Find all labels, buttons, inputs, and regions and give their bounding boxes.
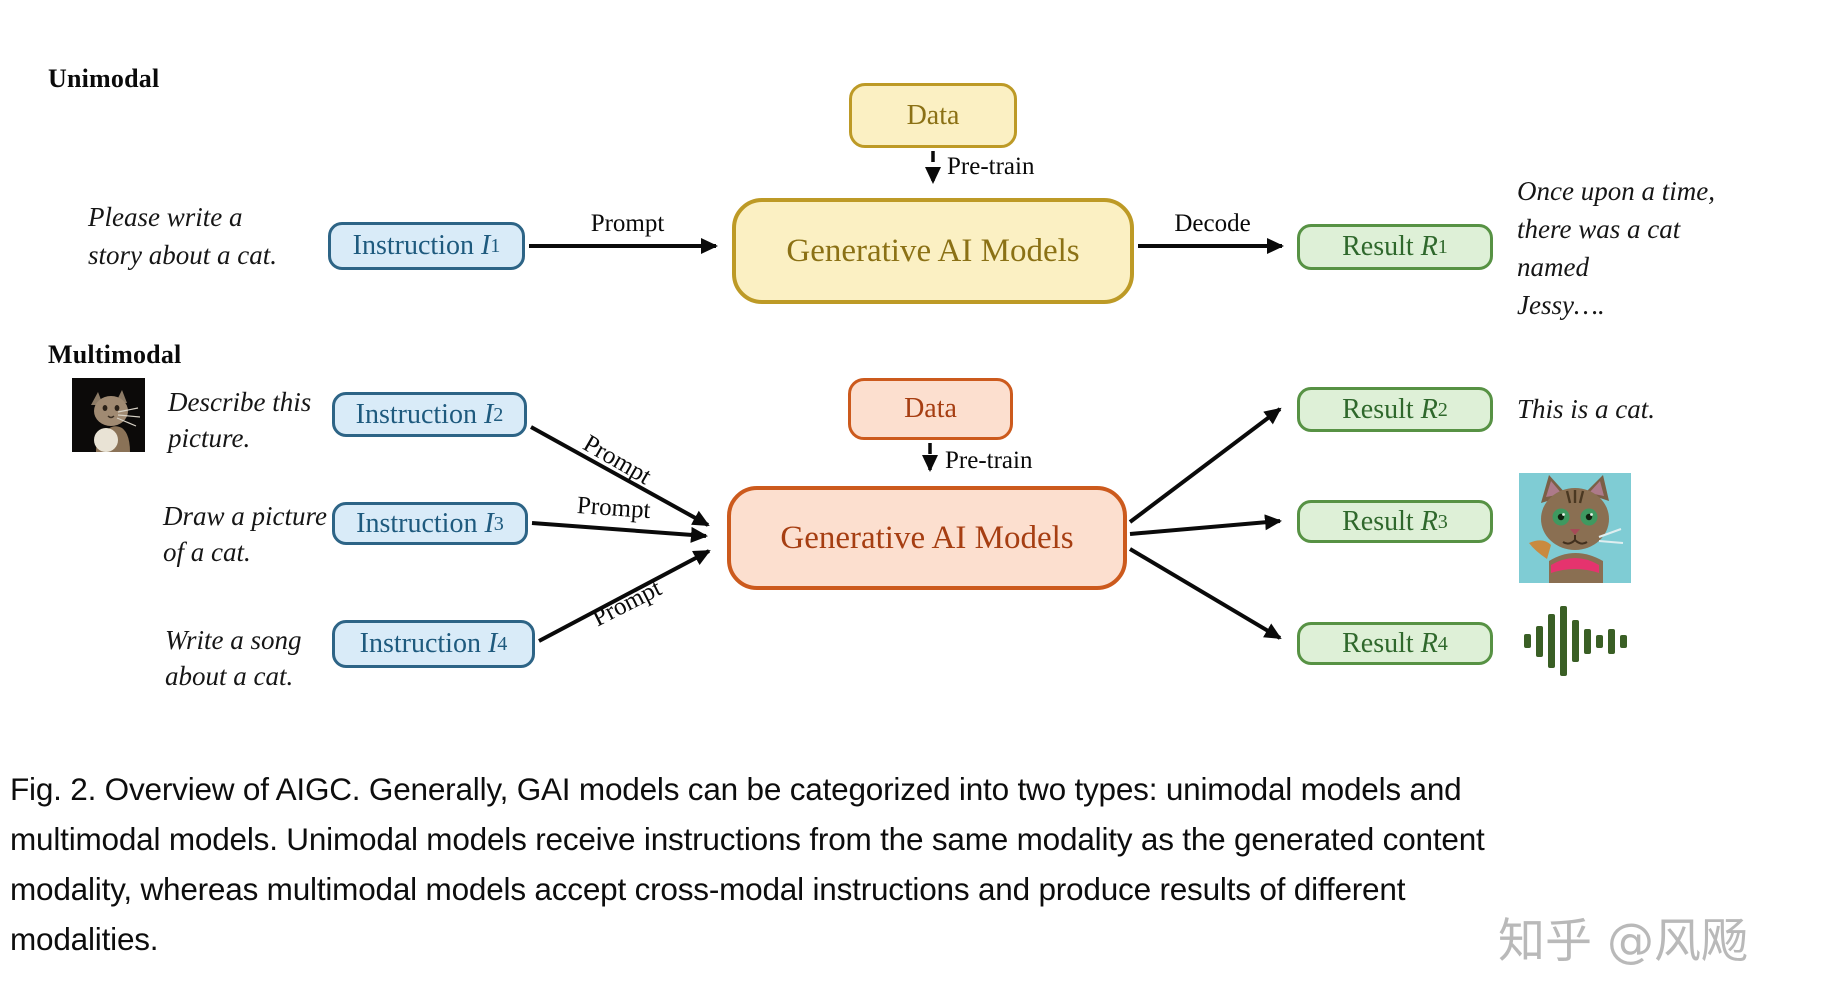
- multi-data-label: Data: [904, 393, 957, 424]
- figure-caption: Fig. 2. Overview of AIGC. Generally, GAI…: [10, 764, 1570, 964]
- uni-prompt-label: Prompt: [590, 210, 665, 237]
- multi-result-arrow-3: [1128, 547, 1282, 640]
- instruction-2-label: Instruction: [355, 398, 477, 430]
- uni-input-line-1: Please write a: [88, 202, 243, 232]
- instruction-1-label: Instruction: [352, 230, 474, 261]
- multi-prompt-label-3: Prompt: [588, 574, 666, 633]
- result-4-label: Result: [1342, 627, 1414, 659]
- zhihu-watermark: 知乎 @风飏: [1498, 914, 1748, 969]
- caption-line-2: multimodal models. Unimodal models recei…: [10, 821, 1485, 857]
- multi-input-text-3: Write a song about a cat.: [165, 622, 302, 694]
- uni-output-text: Once upon a time, there was a cat named …: [1517, 172, 1715, 324]
- instruction-3-label: Instruction: [356, 507, 478, 539]
- instruction-1-var: I: [480, 230, 491, 261]
- multi-prompt-label-1: Prompt: [578, 430, 656, 491]
- uni-generative-ai-models-box: Generative AI Models: [732, 198, 1134, 304]
- multi-input-text-1: Describe this picture.: [168, 384, 311, 456]
- uni-pretrain-label: Pre-train: [947, 153, 1035, 180]
- uni-input-line-2: story about a cat.: [88, 240, 277, 270]
- uni-decode-label: Decode: [1174, 210, 1251, 237]
- uni-model-label: Generative AI Models: [786, 232, 1080, 269]
- uni-output-line-4: Jessy….: [1517, 290, 1605, 320]
- multi-input-3-line-1: Write a song: [165, 625, 302, 655]
- multi-input-3-line-2: about a cat.: [165, 661, 294, 691]
- result-4-var: R: [1420, 627, 1438, 659]
- multi-pretrain-label: Pre-train: [945, 447, 1033, 474]
- uni-data-label: Data: [906, 99, 960, 131]
- result-1-label: Result: [1342, 231, 1414, 262]
- instruction-2-var: I: [483, 398, 494, 430]
- result-3-var: R: [1420, 505, 1438, 537]
- multi-result-arrow-1: [1128, 407, 1282, 524]
- multi-prompt-label-2: Prompt: [576, 492, 652, 525]
- uni-output-line-3: named: [1517, 252, 1589, 282]
- multi-prompt-arrow-2: [531, 521, 708, 543]
- uni-input-text: Please write a story about a cat.: [88, 198, 277, 274]
- result-2-var: R: [1420, 393, 1438, 425]
- input-cat-photo: [72, 378, 145, 452]
- multi-input-1-line-1: Describe this: [168, 387, 312, 417]
- section-title-unimodal: Unimodal: [48, 64, 160, 93]
- instruction-3-var: I: [484, 507, 494, 539]
- audio-waveform-icon: [1524, 604, 1628, 678]
- multi-input-2-line-1: Draw a picture: [163, 501, 327, 531]
- result-1-var: R: [1420, 231, 1438, 262]
- uni-data-box: Data: [849, 83, 1017, 148]
- generated-cat-image: [1519, 473, 1631, 583]
- multi-input-2-line-2: of a cat.: [163, 537, 251, 567]
- uni-output-line-1: Once upon a time,: [1517, 176, 1715, 206]
- multi-input-1-line-2: picture.: [168, 423, 251, 453]
- multi-generative-ai-models-box: Generative AI Models: [727, 486, 1127, 590]
- caption-line-4: modalities.: [10, 921, 159, 957]
- multi-result-arrow-2: [1129, 514, 1282, 536]
- multi-input-text-2: Draw a picture of a cat.: [163, 498, 327, 570]
- multi-model-label: Generative AI Models: [780, 519, 1074, 556]
- result-3-label: Result: [1342, 505, 1414, 537]
- result-2-label: Result: [1342, 393, 1414, 425]
- caption-line-3: modality, whereas multimodal models acce…: [10, 871, 1406, 907]
- multi-data-box: Data: [848, 378, 1013, 440]
- instruction-4-var: I: [487, 628, 498, 659]
- instruction-4-label: Instruction: [359, 628, 481, 659]
- section-title-multimodal: Multimodal: [48, 340, 182, 369]
- caption-line-1: Fig. 2. Overview of AIGC. Generally, GAI…: [10, 771, 1462, 807]
- uni-output-line-2: there was a cat: [1517, 214, 1681, 244]
- multi-output-text: This is a cat.: [1517, 394, 1656, 424]
